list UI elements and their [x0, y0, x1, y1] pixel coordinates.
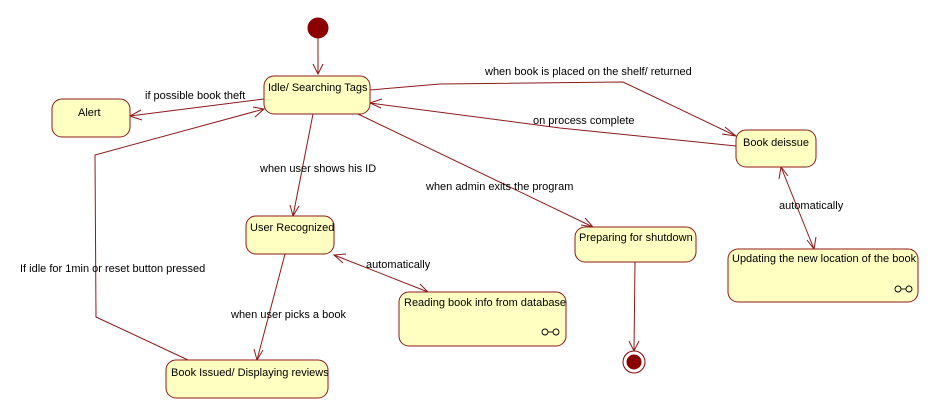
state-book-issued[interactable]: Book Issued/ Displaying reviews	[165, 359, 329, 399]
edge-idle-to-alert	[129, 98, 265, 117]
state-alert[interactable]: Alert	[51, 98, 131, 138]
state-user-recognized[interactable]: User Recognized	[245, 215, 335, 255]
state-preparing-shutdown-box	[574, 226, 697, 263]
edge-idle-to-user	[292, 113, 314, 217]
arrowhead-issued-to-idle	[252, 106, 266, 118]
edge-user-reading	[333, 254, 429, 293]
state-book-deissue[interactable]: Book deissue	[735, 129, 817, 168]
state-user-recognized-label: User Recognized	[250, 222, 334, 234]
state-book-deissue-label: Book deissue	[743, 137, 809, 149]
initial-state	[307, 17, 329, 39]
arrowhead-user-reading-a	[332, 253, 347, 264]
state-book-issued-label: Book Issued/ Displaying reviews	[171, 367, 329, 379]
label-picks-book: when user picks a book	[230, 309, 346, 321]
state-alert-label: Alert	[78, 107, 101, 119]
edge-shutdown-to-final	[633, 261, 636, 352]
arrowhead-idle-to-deissue	[721, 126, 738, 137]
state-user-recognized-box	[245, 215, 335, 255]
state-idle[interactable]: Idle/ Searching Tags	[263, 75, 371, 115]
edge-deissue-updating	[780, 166, 815, 250]
state-alert-box	[51, 98, 131, 138]
state-updating-location-box	[727, 248, 919, 303]
edge-user-to-issued	[256, 253, 286, 361]
state-preparing-shutdown[interactable]: Preparing for shutdown	[574, 226, 697, 263]
state-reading-book-info[interactable]: Reading book info from database	[398, 291, 567, 347]
edge-issued-to-idle	[94, 108, 265, 361]
final-state-dot	[626, 354, 642, 370]
state-preparing-shutdown-label: Preparing for shutdown	[579, 232, 693, 244]
label-admin-exits: when admin exits the program	[425, 181, 573, 193]
transition-labels: if possible book theft when book is plac…	[20, 66, 844, 321]
edge-idle-to-deissue	[369, 81, 737, 137]
transitions	[94, 38, 817, 362]
label-placed-returned: when book is placed on the shelf/ return…	[484, 66, 692, 78]
state-idle-label: Idle/ Searching Tags	[268, 82, 368, 94]
edge-idle-to-shutdown	[357, 113, 594, 228]
state-reading-book-info-box	[398, 291, 567, 347]
label-possible-theft: if possible book theft	[145, 90, 245, 102]
label-auto-updating: automatically	[779, 200, 844, 212]
state-reading-book-info-label: Reading book info from database	[404, 297, 566, 309]
label-auto-reading: automatically	[366, 259, 431, 271]
state-book-issued-box	[165, 359, 329, 399]
arrowhead-initial-to-idle	[312, 63, 324, 76]
final-state	[622, 350, 646, 374]
composite-state-icon	[541, 328, 560, 336]
label-idle-reset: If idle for 1min or reset button pressed	[20, 263, 205, 275]
state-idle-box	[263, 75, 371, 115]
edge-deissue-to-idle	[369, 102, 737, 147]
state-updating-location-label: Updating the new location of the book	[732, 253, 917, 265]
initial-state-dot	[307, 17, 329, 39]
state-updating-location[interactable]: Updating the new location of the book	[727, 248, 919, 303]
label-process-complete: on process complete	[533, 115, 635, 127]
composite-state-icon	[894, 285, 913, 293]
label-shows-id: when user shows his ID	[259, 163, 376, 175]
state-book-deissue-box	[735, 129, 817, 168]
